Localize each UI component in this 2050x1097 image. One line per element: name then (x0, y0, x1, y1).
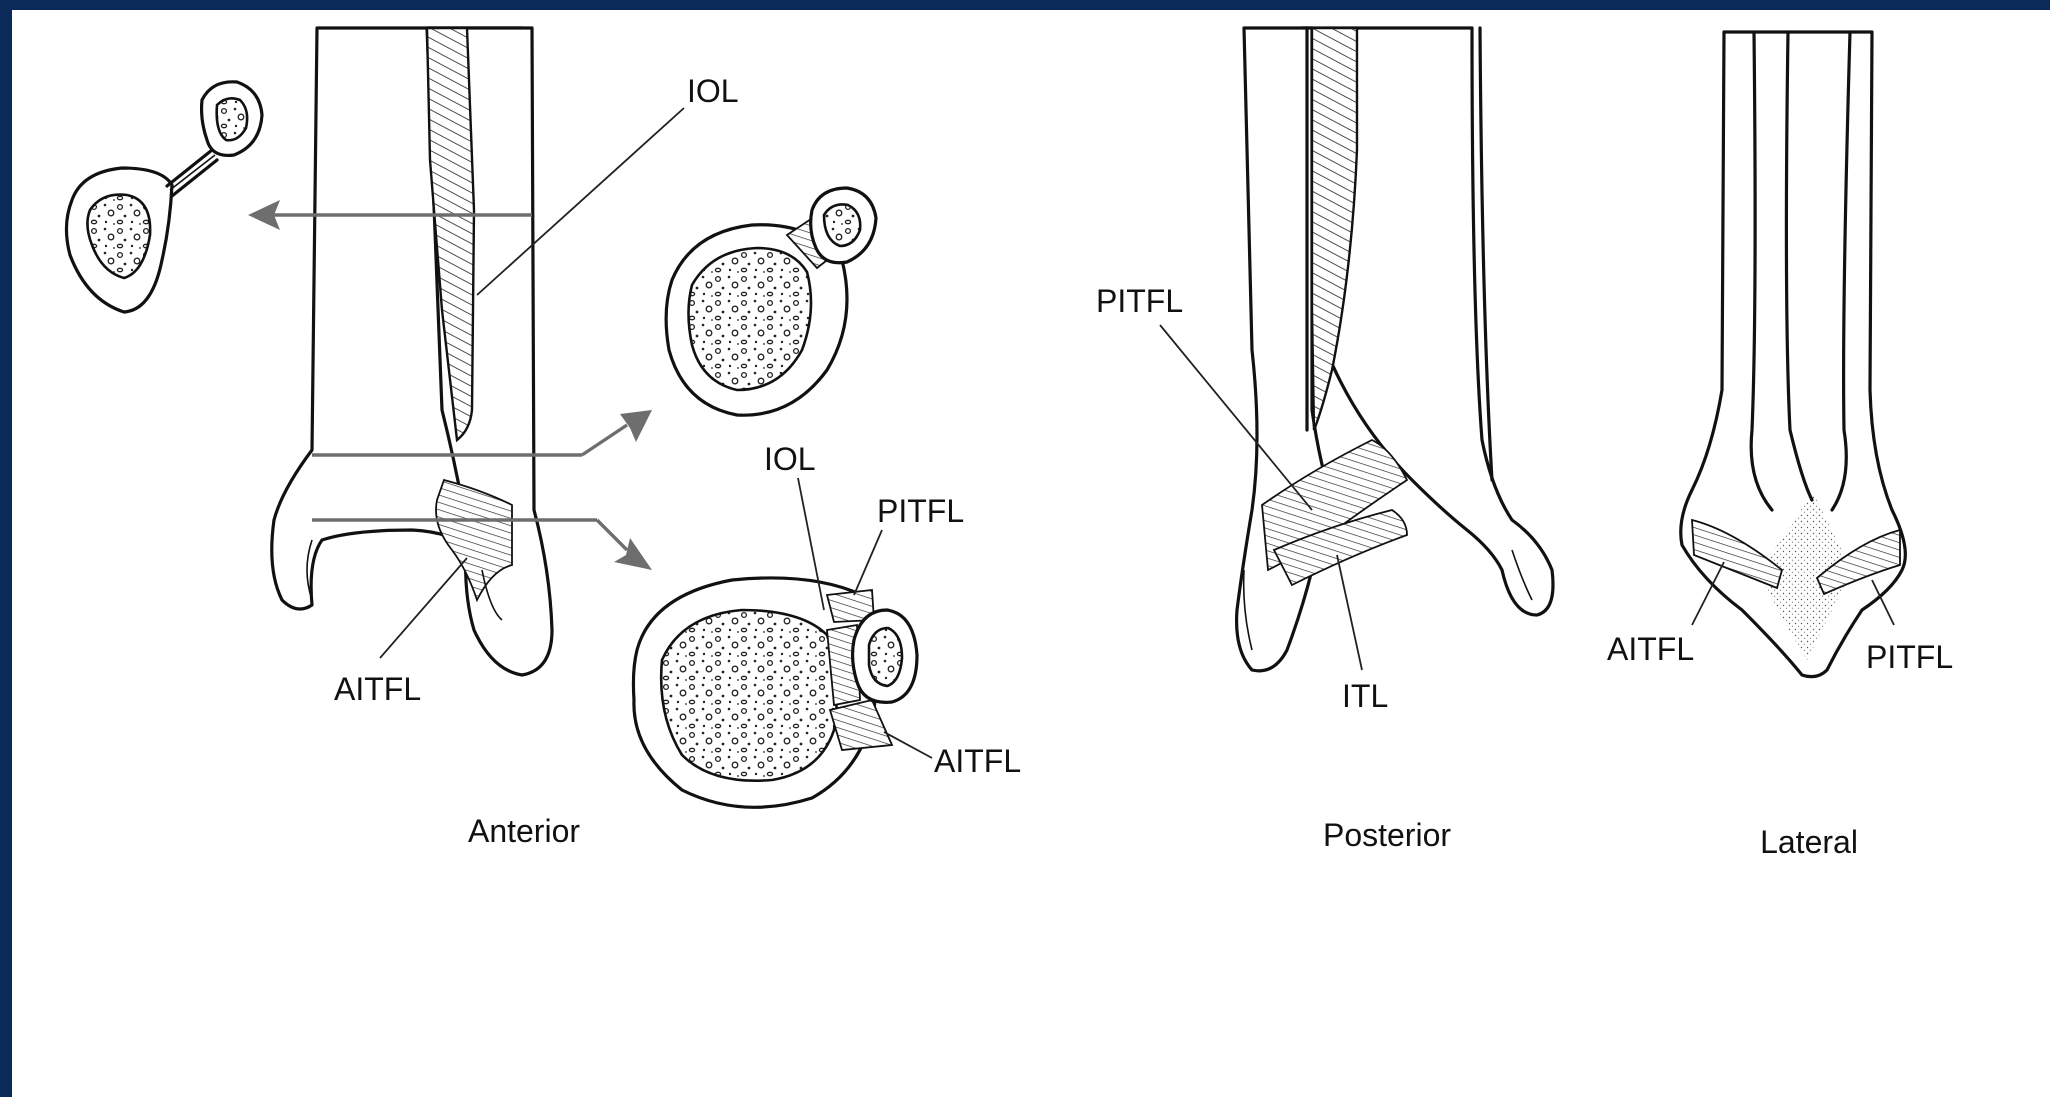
lower-cross-section (633, 578, 917, 807)
figure-frame: IOL AITFL IOL PITFL AITFL Anterior PITFL… (12, 10, 2050, 1097)
label-iol-top: IOL (687, 73, 739, 109)
lower-section-aitfl (830, 700, 892, 750)
label-aitfl-anterior: AITFL (334, 671, 421, 707)
label-pitfl-section: PITFL (877, 493, 964, 529)
caption-lateral: Lateral (1760, 824, 1858, 860)
ankle-syndesmosis-diagram: IOL AITFL IOL PITFL AITFL Anterior PITFL… (12, 10, 2050, 1097)
caption-posterior: Posterior (1323, 817, 1451, 853)
posterior-view (1237, 28, 1553, 671)
label-pitfl-posterior: PITFL (1096, 283, 1183, 319)
label-aitfl-lateral: AITFL (1607, 631, 1694, 667)
caption-anterior: Anterior (468, 813, 580, 849)
label-itl-posterior: ITL (1342, 678, 1388, 714)
upper-cross-section (66, 82, 262, 312)
middle-cross-section (666, 188, 876, 415)
label-pitfl-lateral: PITFL (1866, 639, 1953, 675)
label-aitfl-section: AITFL (934, 743, 1021, 779)
anterior-view (272, 28, 552, 675)
label-iol-section: IOL (764, 441, 816, 477)
